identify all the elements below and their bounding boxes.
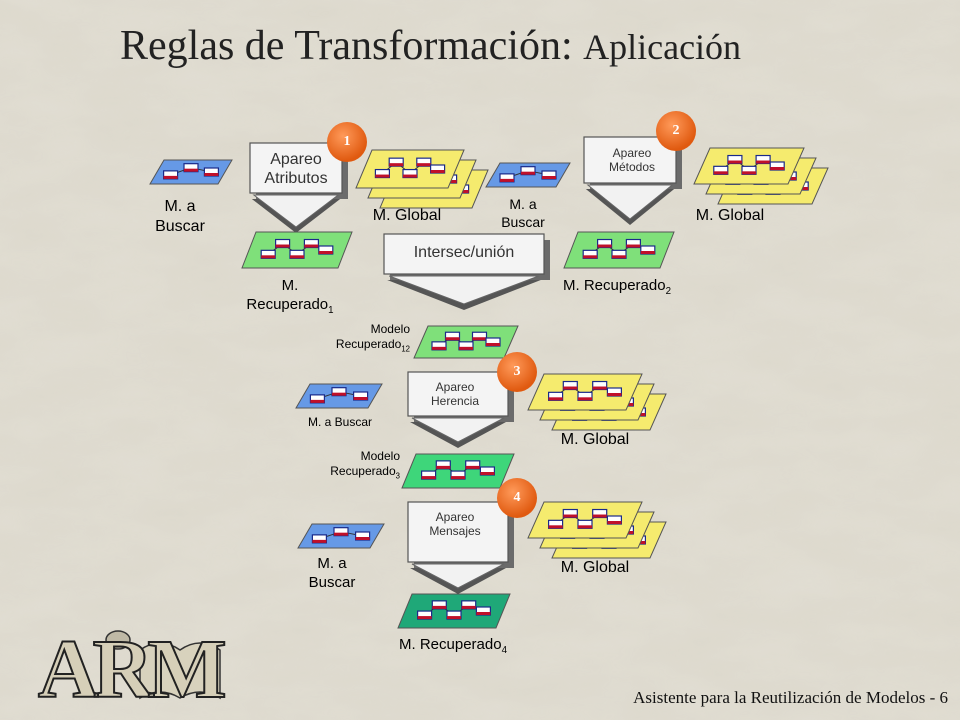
apareo-atributos-label: Apareo Atributos (264, 151, 328, 188)
search-model-plane-4 (297, 523, 385, 549)
recovered-model-3-label: Modelo Recuperado3 (330, 449, 400, 481)
recovered-model-plane-2 (563, 231, 675, 269)
step-4-badge: 4 (497, 478, 537, 518)
global-model-stack-1 (355, 149, 489, 209)
step-3-badge: 3 (497, 352, 537, 392)
global-model-label-3: M. Global (560, 431, 630, 448)
apareo-metodos-label: Apareo Métodos (608, 146, 656, 175)
apareo-mensajes-box (407, 501, 514, 594)
step-1-badge: 1 (327, 122, 367, 162)
search-model-label-2: M. a Buscar (501, 196, 545, 230)
search-model-label-3: M. a Buscar (307, 415, 373, 429)
apareo-atributos-box (249, 142, 348, 233)
apareo-mensajes-label: Apareo Mensajes (429, 510, 481, 539)
footer-caption: Asistente para la Reutilización de Model… (633, 688, 948, 707)
search-model-plane-3 (295, 383, 383, 409)
arm-logo-emblem (105, 630, 221, 700)
global-model-stack-3 (527, 373, 667, 431)
search-model-label-1: M. a Buscar (155, 198, 205, 235)
recovered-model-12-plane (413, 325, 519, 359)
arm-logo: ARM (37, 623, 228, 716)
recovered-model-3-plane (401, 453, 515, 489)
global-model-label-4: M. Global (560, 559, 630, 576)
recovered-model-label-4: M. Recuperado4 (399, 636, 507, 656)
page-title: Reglas de Transformación: Aplicación (120, 23, 742, 69)
step-2-badge: 2 (656, 111, 696, 151)
global-model-label-1: M. Global (372, 207, 442, 224)
apareo-herencia-label: Apareo Herencia (430, 380, 480, 409)
search-model-plane-1 (149, 159, 233, 185)
recovered-model-plane-1 (241, 231, 353, 269)
recovered-model-label-2: M. Recuperado2 (563, 277, 671, 297)
apareo-herencia-box (407, 371, 514, 448)
search-model-label-4: M. a Buscar (308, 555, 356, 591)
global-model-label-2: M. Global (695, 207, 765, 224)
intersec-union-box (383, 233, 550, 310)
recovered-model-label-1: M. Recuperado1 (246, 277, 334, 316)
global-model-stack-2 (693, 147, 829, 205)
recovered-model-12-label: Modelo Recuperado12 (335, 322, 410, 354)
recovered-model-plane-4 (397, 593, 511, 629)
global-model-stack-4 (527, 501, 667, 559)
intersec-union-label: Intersec/unión (413, 244, 515, 261)
search-model-plane-2 (485, 162, 571, 188)
